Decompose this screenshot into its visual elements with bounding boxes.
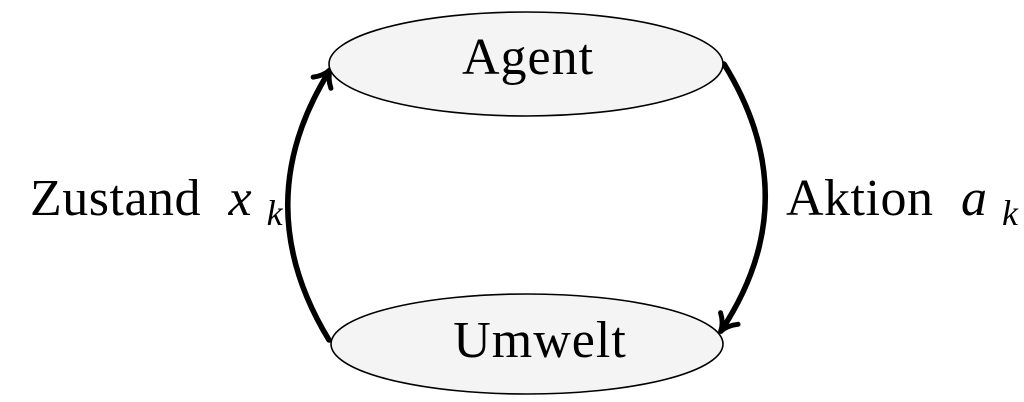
action-symbol: a [961,170,988,227]
action-label-word: Aktion [786,170,933,227]
environment-node [330,293,724,395]
state-label-word: Zustand [30,170,201,227]
environment-label: Umwelt [453,312,627,369]
action-arrow [718,61,768,334]
agent-node [328,11,724,117]
state-edge-label: Zustand x k [30,170,284,233]
state-symbol: x [228,170,253,227]
action-edge-label: Aktion a k [786,170,1019,233]
state-subscript: k [267,193,284,233]
action-subscript: k [1002,193,1019,233]
agent-label: Agent [462,29,594,86]
state-arrow [285,67,334,343]
